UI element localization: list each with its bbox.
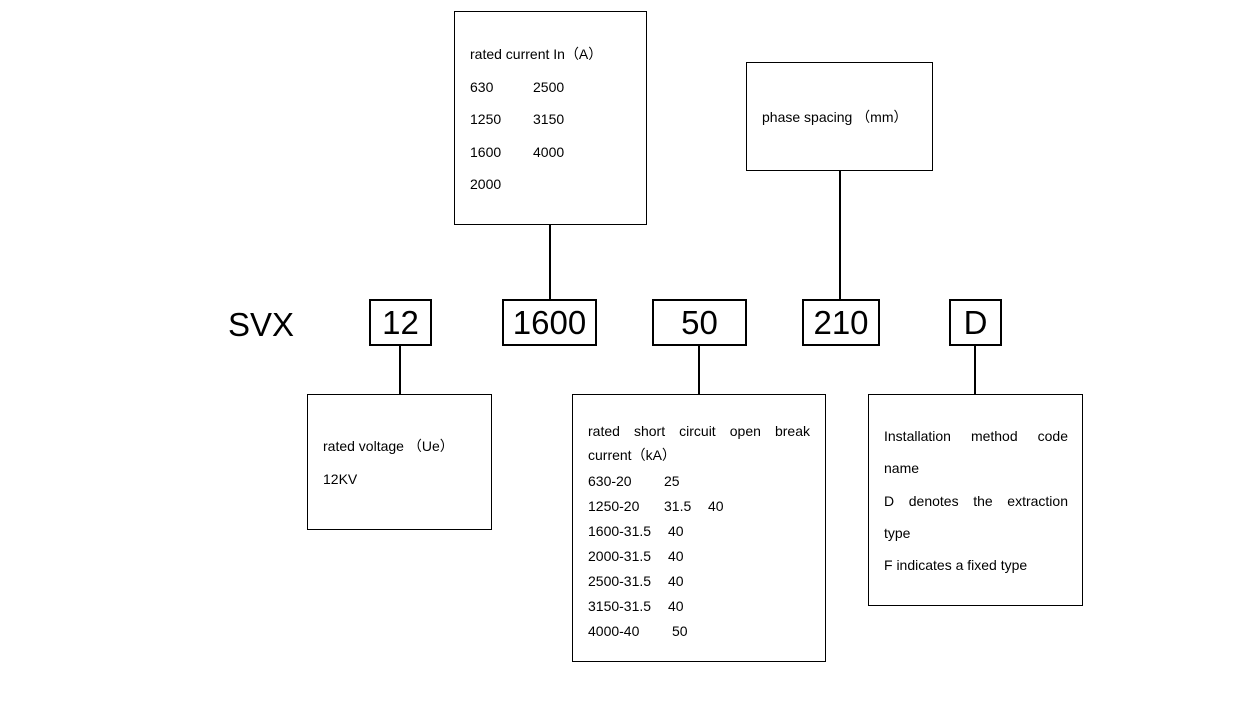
installation-box: Installation method code name D denotes …	[868, 394, 1083, 606]
rated-current-value: 2500	[533, 79, 565, 95]
breaking-current-title-line2: current（kA）	[588, 447, 676, 463]
title-word: short	[633, 423, 666, 439]
installation-line2: name	[884, 460, 920, 476]
breaking-current-title: rated short circuit open break	[588, 423, 810, 439]
connector-spacing	[839, 170, 841, 300]
install-word: extraction	[1007, 493, 1068, 509]
connector-breaking	[698, 345, 700, 395]
installation-line5: F indicates a fixed type	[884, 557, 1028, 573]
rated-current-box: rated current In（A） 630 1250 1600 2000 2…	[454, 11, 647, 225]
rated-current-value: 630	[470, 79, 494, 95]
install-word: code	[1037, 428, 1068, 444]
connector-install	[974, 345, 976, 395]
installation-line3: D denotes the extraction	[884, 493, 1068, 509]
rated-current-value: 3150	[533, 111, 565, 127]
install-word: the	[973, 493, 993, 509]
rated-voltage-box: rated voltage （Ue） 12KV	[307, 394, 492, 530]
breaking-row-value: 40	[668, 598, 684, 614]
breaking-row-value: 25	[664, 473, 680, 489]
code-box-install: D	[949, 299, 1002, 346]
rated-current-value: 2000	[470, 176, 502, 192]
breaking-row-value: 50	[672, 623, 688, 639]
breaking-row-code: 630-20	[588, 473, 632, 489]
breaking-row-value: 40	[708, 498, 724, 514]
rated-voltage-value: 12KV	[323, 471, 358, 487]
rated-current-value: 1600	[470, 144, 502, 160]
breaking-row-value: 40	[668, 573, 684, 589]
rated-current-value: 1250	[470, 111, 502, 127]
model-prefix: SVX	[228, 306, 295, 343]
breaking-row-code: 1250-20	[588, 498, 640, 514]
breaking-row-code: 2500-31.5	[588, 573, 652, 589]
installation-line4: type	[884, 525, 911, 541]
title-word: circuit	[679, 423, 716, 439]
breaking-row-code: 1600-31.5	[588, 523, 652, 539]
installation-line1: Installation method code	[884, 428, 1068, 444]
breaking-row-value: 31.5	[664, 498, 692, 514]
install-word: D	[884, 493, 895, 509]
code-box-voltage: 12	[369, 299, 432, 346]
breaking-row-code: 3150-31.5	[588, 598, 652, 614]
breaking-row-value: 40	[668, 548, 684, 564]
code-box-spacing: 210	[802, 299, 880, 346]
rated-voltage-title: rated voltage （Ue）	[323, 438, 454, 454]
breaking-row-value: 40	[668, 523, 684, 539]
rated-current-title: rated current In（A）	[470, 46, 603, 62]
breaking-row-code: 2000-31.5	[588, 548, 652, 564]
connector-current	[549, 224, 551, 300]
code-box-current: 1600	[502, 299, 597, 346]
title-word: open	[729, 423, 761, 439]
breaking-current-box: rated short circuit open break current（k…	[572, 394, 826, 662]
phase-spacing-box: phase spacing （mm）	[746, 62, 933, 171]
install-word: denotes	[908, 493, 959, 509]
install-word: method	[970, 428, 1018, 444]
title-word: break	[774, 423, 810, 439]
rated-current-value: 4000	[533, 144, 565, 160]
breaking-row-code: 4000-40	[588, 623, 640, 639]
install-word: Installation	[884, 428, 951, 444]
title-word: rated	[588, 423, 620, 439]
code-box-breaking: 50	[652, 299, 747, 346]
phase-spacing-title: phase spacing （mm）	[762, 109, 908, 125]
connector-voltage	[399, 345, 401, 395]
